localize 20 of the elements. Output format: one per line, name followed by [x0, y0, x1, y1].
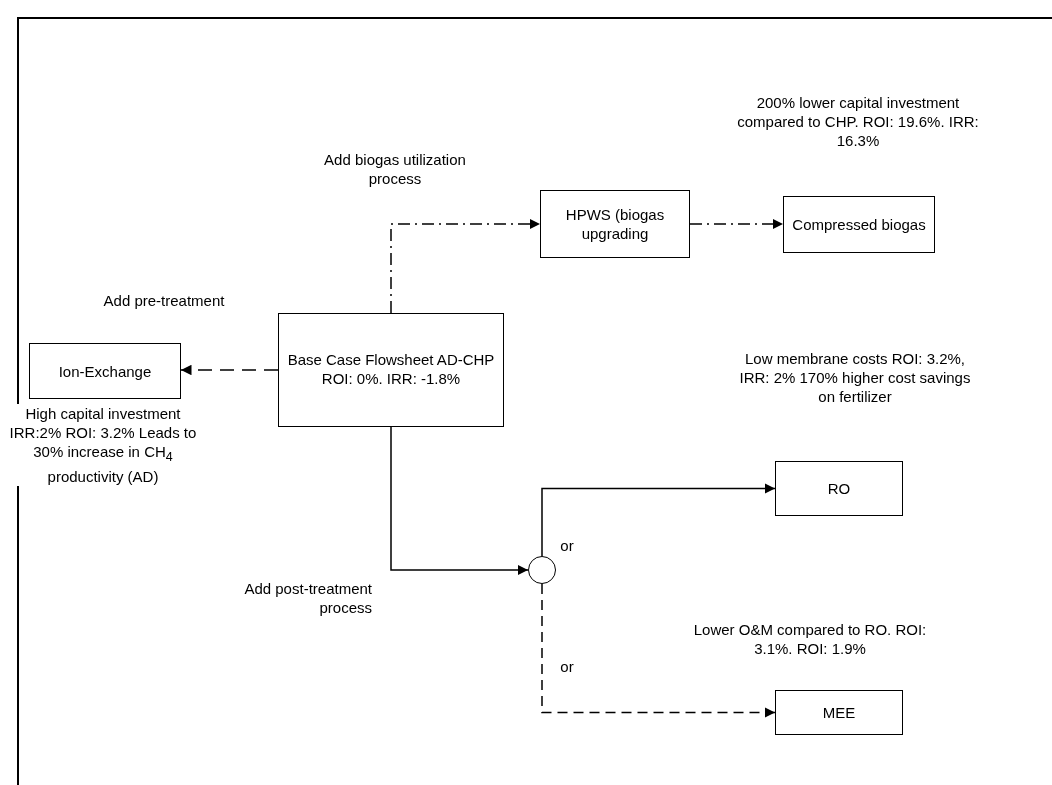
process-box — [540, 190, 690, 258]
process-box — [29, 343, 181, 399]
annotation-text: High capital investment IRR:2% ROI: 3.2% Leads to 30% increase in CH$_{4}$ productivity (AD) — [8, 404, 198, 486]
node-label: Base Case Flowsheet AD-CHP ROI: 0%. IRR: -1.8% — [286, 350, 496, 388]
node-label: RO — [826, 479, 852, 498]
junction-circle — [528, 556, 556, 584]
process-box — [783, 196, 935, 253]
dashed-arrow — [180, 364, 279, 376]
node-label: Ion-Exchange — [57, 361, 153, 381]
dashed-arrow — [689, 218, 784, 230]
node-label: HPWS (biogas upgrading — [564, 205, 666, 243]
process-box — [775, 690, 903, 735]
dashed-arrow — [541, 583, 776, 718]
node-label: MEE — [821, 703, 857, 722]
process-box — [278, 313, 504, 427]
arrow — [390, 426, 529, 576]
arrow — [541, 483, 776, 557]
dashed-arrow — [390, 218, 541, 314]
node-label: Compressed biogas — [791, 215, 927, 234]
process-box — [775, 461, 903, 516]
